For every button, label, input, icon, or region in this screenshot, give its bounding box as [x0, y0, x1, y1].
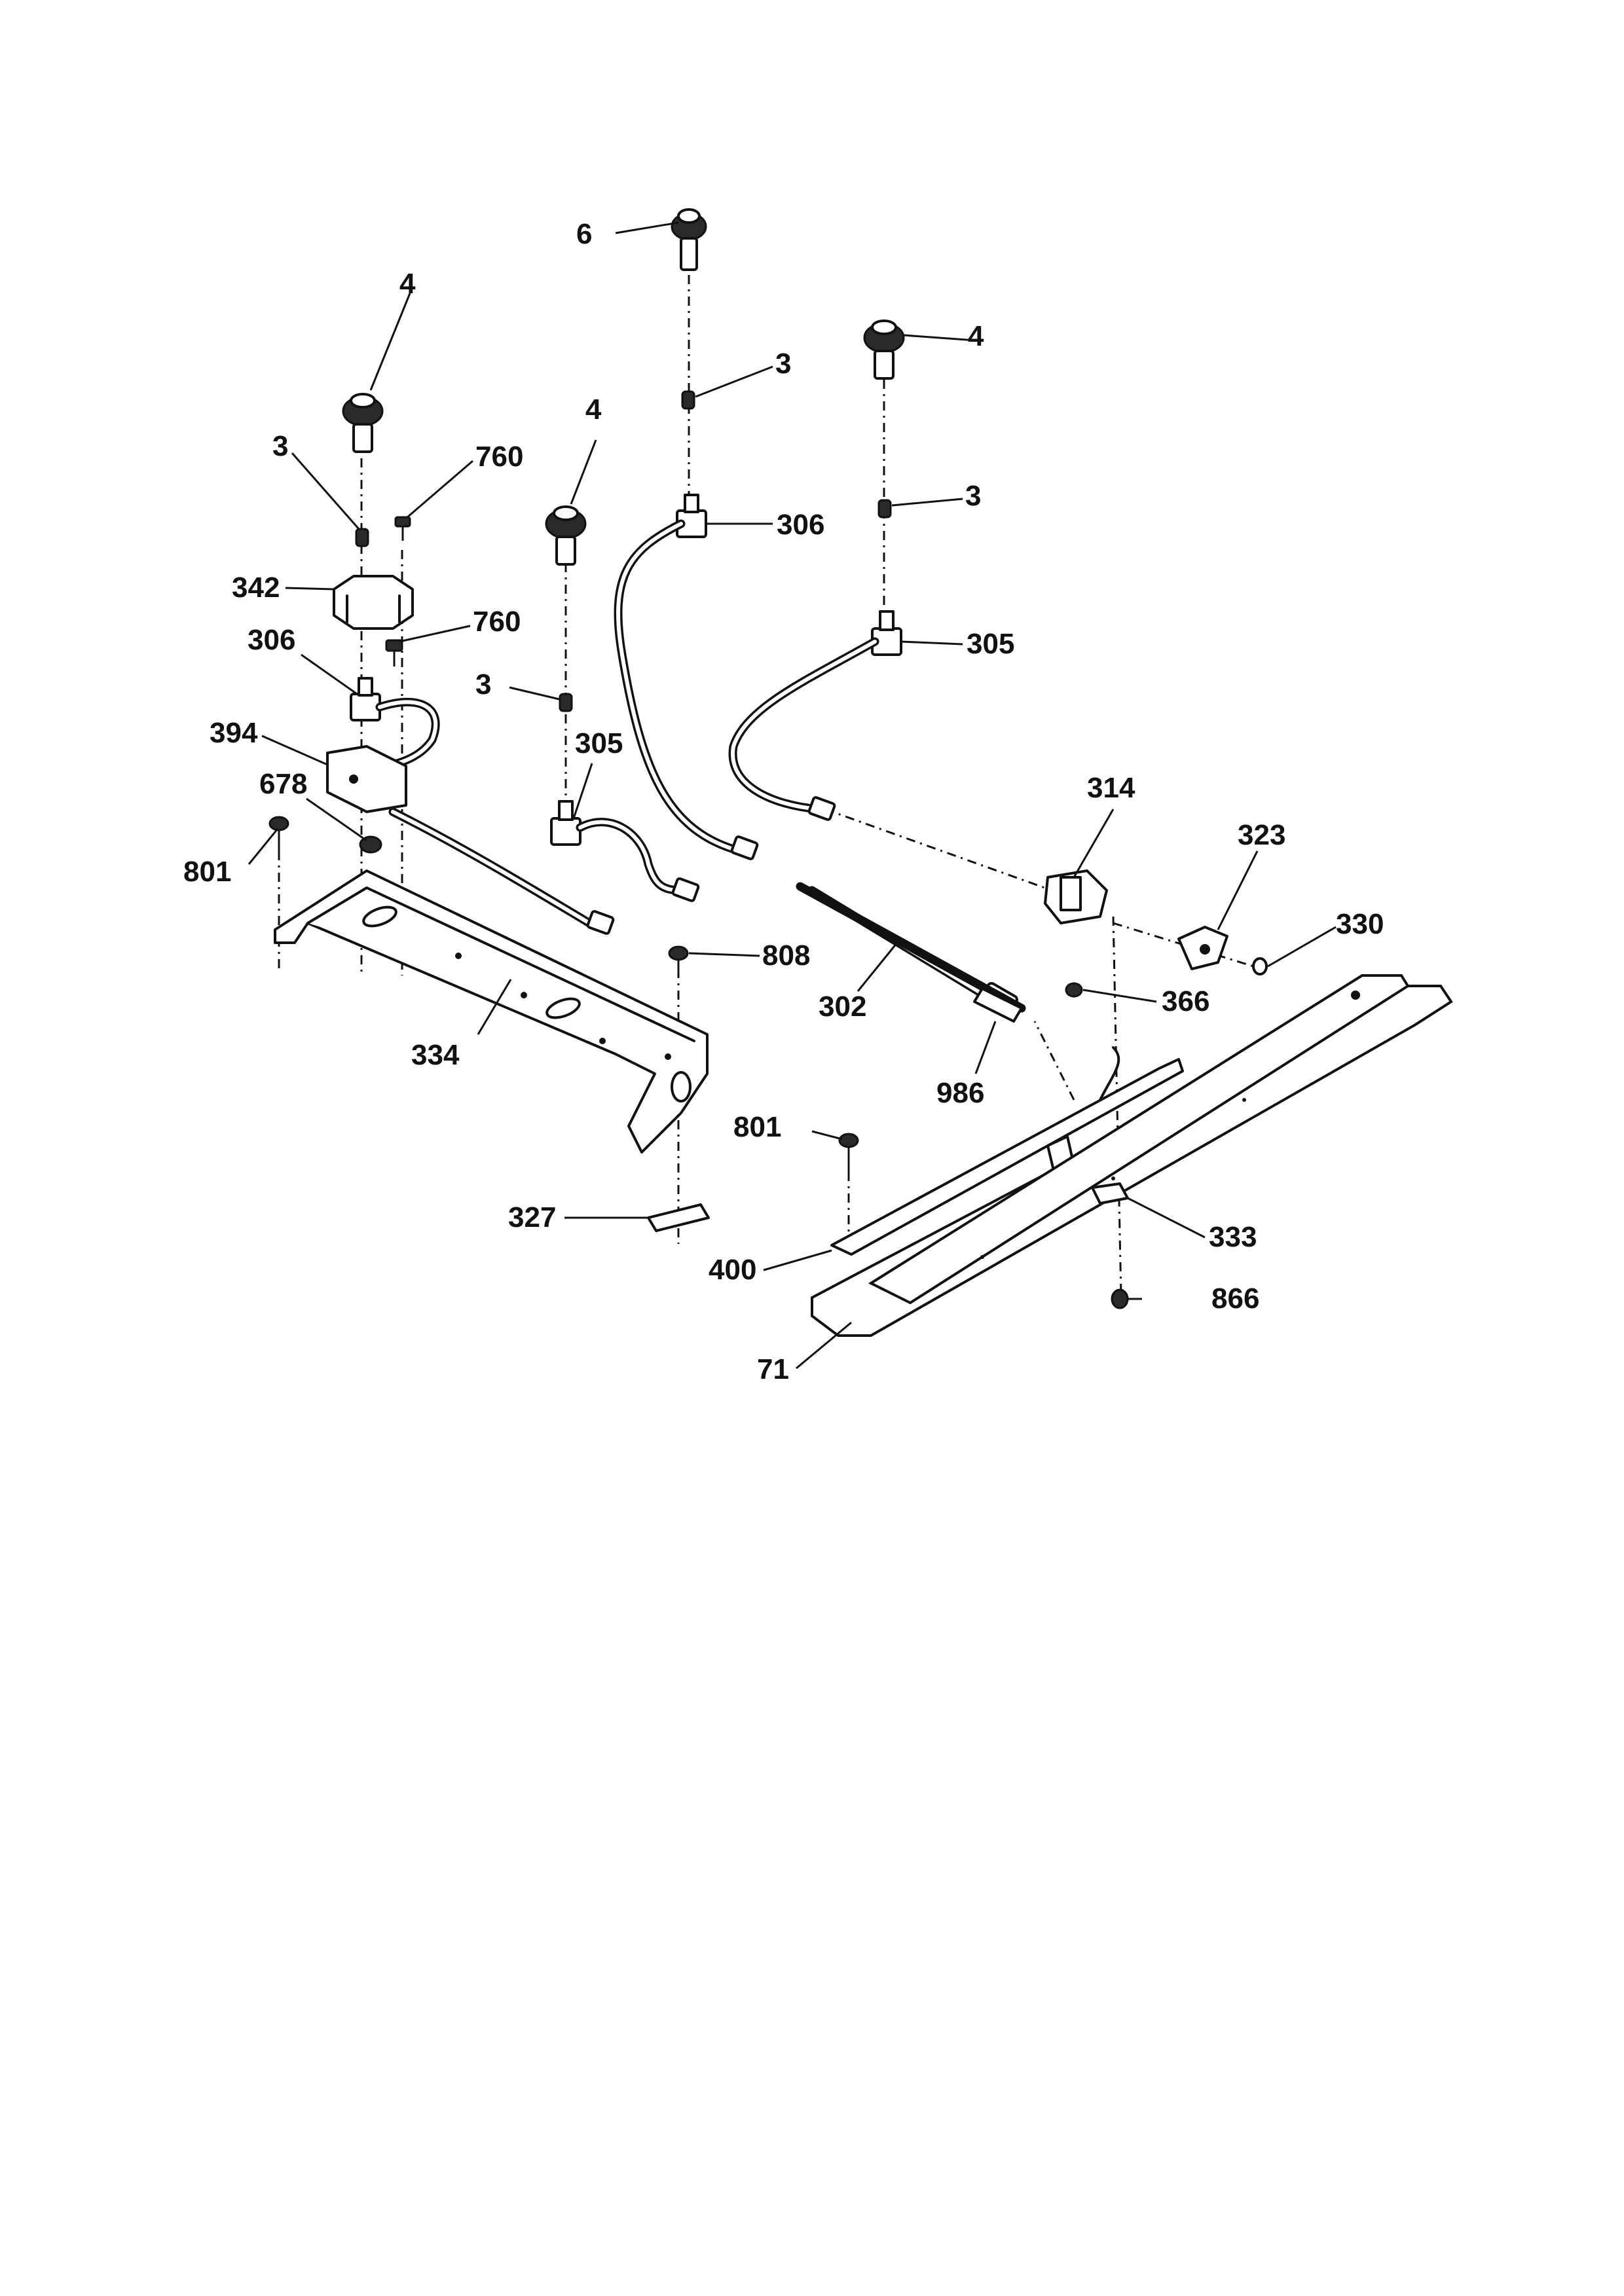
bracket-394: [326, 745, 407, 813]
callout-760-lower: 760: [473, 606, 521, 638]
callout-801-left: 801: [183, 856, 231, 888]
manifold-bracket-334: [274, 869, 709, 1154]
callout-323: 323: [1238, 819, 1285, 851]
tee-fitting-306-left: [350, 677, 381, 721]
callout-760-top: 760: [475, 441, 523, 473]
callout-801-lower: 801: [733, 1111, 781, 1143]
callout-306-center: 306: [777, 509, 824, 541]
callout-333: 333: [1209, 1221, 1257, 1253]
callout-3-left: 3: [272, 430, 288, 462]
callout-334: 334: [411, 1039, 460, 1071]
burner-valve-center: [545, 505, 587, 566]
callout-3-center: 3: [475, 668, 491, 701]
callout-4-right: 4: [968, 320, 984, 352]
burner-valve-right: [863, 319, 905, 380]
callout-327: 327: [508, 1201, 556, 1233]
nut-366: [1065, 982, 1083, 998]
callout-4-center: 4: [585, 393, 602, 426]
leader-lines: [248, 221, 1337, 1370]
callout-labels: 4 6 4 4 3 3 3 3 760 760 342 306 306 305 …: [183, 218, 1384, 1385]
screw-801-left: [268, 816, 289, 851]
callout-330: 330: [1336, 908, 1384, 940]
callout-4-left: 4: [399, 268, 416, 300]
burner-valve-top: [671, 208, 707, 271]
callout-678: 678: [259, 768, 307, 800]
sleeve-986: [973, 987, 1023, 1023]
tube-fittings: [586, 796, 1018, 1018]
burner-valve-left: [342, 393, 384, 453]
insulation-strip-71: [811, 974, 1453, 1337]
callout-6: 6: [576, 218, 592, 250]
bracket-323: [1177, 926, 1228, 970]
shim-327: [647, 1203, 710, 1232]
callout-866: 866: [1211, 1283, 1259, 1315]
callout-400: 400: [709, 1254, 756, 1286]
callout-306-left: 306: [248, 624, 295, 656]
tee-fitting-306-center: [676, 494, 707, 538]
tee-fitting-305-right: [871, 610, 902, 656]
callout-394: 394: [210, 717, 258, 749]
callout-342: 342: [232, 572, 280, 604]
screw-801-lower: [838, 1133, 859, 1172]
screw-866: [1111, 1288, 1142, 1309]
callout-305-right: 305: [967, 628, 1014, 660]
bracket-342: [333, 575, 414, 630]
callout-305-center: 305: [575, 727, 623, 759]
callout-366: 366: [1162, 985, 1209, 1017]
clip-333: [1091, 1182, 1129, 1205]
callout-3-right: 3: [965, 480, 981, 512]
callout-808: 808: [762, 939, 810, 972]
gas-tubes: [375, 519, 1000, 1006]
callout-302: 302: [819, 991, 866, 1023]
callout-314: 314: [1087, 772, 1135, 804]
valve-314: [1044, 869, 1108, 924]
rod-302: [796, 882, 1026, 1013]
callout-71: 71: [757, 1353, 789, 1385]
orifice-spuds: [355, 390, 892, 712]
screws-760: [385, 516, 411, 666]
screw-808: [668, 945, 689, 977]
callout-3-center-top: 3: [775, 348, 791, 380]
tee-fitting-305-center: [550, 800, 581, 846]
callout-986: 986: [936, 1077, 984, 1109]
washer-330: [1252, 957, 1268, 975]
